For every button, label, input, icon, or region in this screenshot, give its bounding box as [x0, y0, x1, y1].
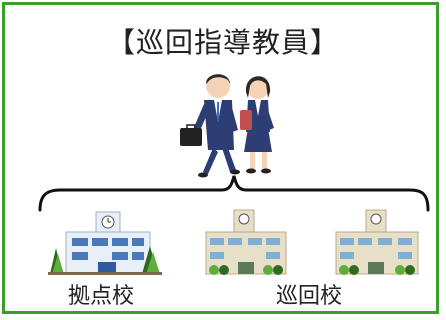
female-teacher-icon — [240, 76, 274, 174]
male-teacher-icon — [180, 74, 240, 178]
base-school-label: 拠点校 — [68, 284, 135, 309]
patrol-school-icon — [205, 209, 287, 275]
patrol-school-label: 巡回校 — [276, 284, 343, 309]
patrol-school-icon — [335, 209, 419, 275]
diagram-title: 【巡回指導教員】 — [106, 26, 339, 59]
brace-icon — [38, 175, 430, 212]
base-school-icon — [48, 211, 162, 275]
